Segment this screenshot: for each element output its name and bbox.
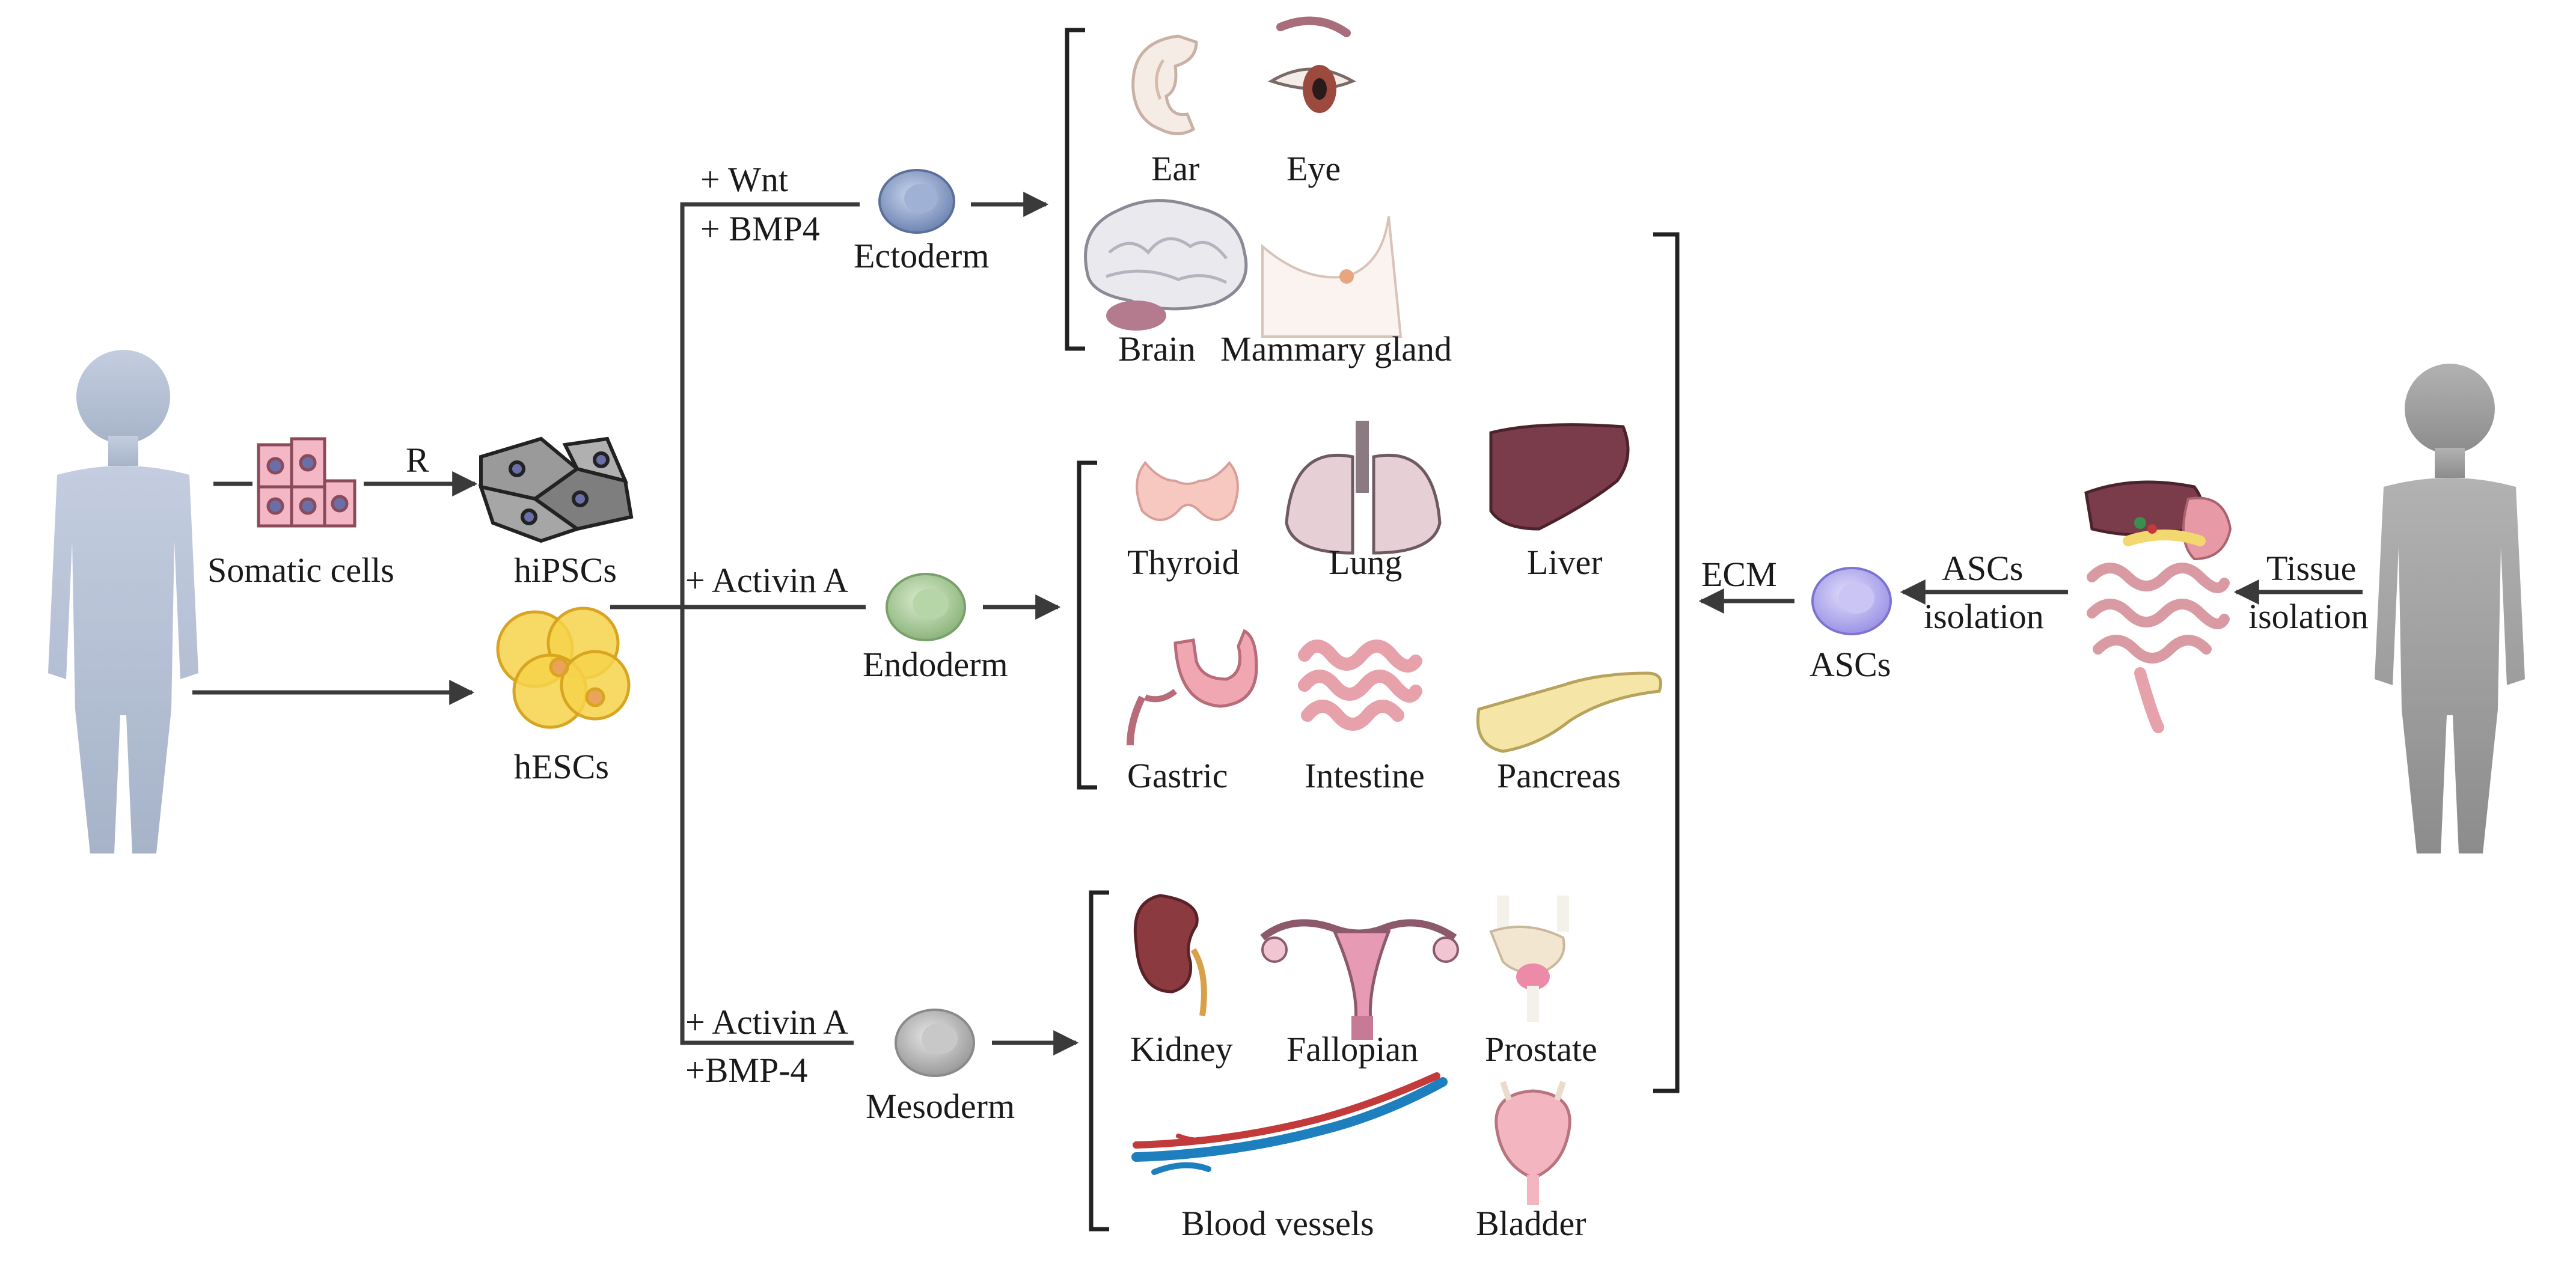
endoderm-label: Endoderm [863, 645, 1008, 684]
prostate-icon [1489, 896, 1569, 1022]
intestine-icon [1298, 640, 1422, 731]
mesoderm-factor-activin: + Activin A [685, 1003, 848, 1042]
ascs-isolation-label-line2: isolation [1924, 597, 2044, 636]
hescs-icon [496, 606, 631, 729]
somatic-cells-icon [257, 437, 356, 528]
organ-label-pancreas: Pancreas [1497, 756, 1621, 795]
brain-icon [1084, 199, 1248, 331]
organ-label-blood-vessels: Blood vessels [1181, 1204, 1374, 1243]
organ-label-eye: Eye [1286, 149, 1341, 188]
organ-label-ear: Ear [1151, 149, 1200, 188]
blood-vessels-icon [1131, 1072, 1448, 1175]
somatic-cells-label: Somatic cells [207, 551, 394, 590]
organ-label-kidney: Kidney [1130, 1030, 1233, 1069]
human-silhouette-right [2375, 364, 2525, 853]
organ-brackets [1065, 28, 1680, 1232]
ascs-isolation-label-line1: ASCs [1942, 549, 2023, 588]
organ-label-lung: Lung [1329, 543, 1402, 582]
fallopian-icon [1260, 919, 1459, 1040]
bladder-icon [1495, 1081, 1571, 1205]
organ-label-prostate: Prostate [1485, 1030, 1597, 1069]
hipscs-label: hiPSCs [514, 551, 617, 590]
pancreas-icon [1476, 671, 1662, 753]
endoderm-cell-icon [886, 573, 966, 641]
ascs-cell-icon [1811, 567, 1892, 635]
ectoderm-label: Ectoderm [854, 236, 989, 275]
mammary-gland-icon [1261, 216, 1403, 338]
branch-lines [680, 202, 860, 1045]
gastric-icon [1127, 629, 1258, 746]
left-flow-arrows [192, 471, 866, 705]
germ-layer-arrows [971, 192, 1079, 1055]
lung-icon [1285, 421, 1442, 555]
ear-icon [1131, 34, 1198, 135]
ectoderm-factor-bmp4: + BMP4 [700, 209, 820, 248]
organ-label-fallopian: Fallopian [1286, 1030, 1418, 1069]
digestive-organs-icon [2084, 480, 2232, 733]
organ-label-bladder: Bladder [1476, 1204, 1586, 1243]
organ-label-intestine: Intestine [1305, 756, 1425, 795]
mesoderm-factor-bmp4: +BMP-4 [685, 1051, 808, 1090]
organ-label-brain: Brain [1118, 329, 1196, 368]
hipscs-icon [478, 436, 634, 543]
liver-icon [1489, 423, 1630, 531]
organ-label-gastric: Gastric [1127, 756, 1228, 795]
tissue-isolation-label-line2: isolation [2248, 597, 2369, 636]
kidney-icon [1133, 894, 1207, 1016]
ectoderm-factor-wnt: + Wnt [700, 160, 788, 199]
ecm-label: ECM [1701, 555, 1777, 594]
organ-label-liver: Liver [1527, 543, 1603, 582]
organ-label-thyroid: Thyroid [1127, 543, 1240, 582]
organ-label-mammary-gland: Mammary gland [1220, 329, 1452, 368]
ectoderm-cell-icon [878, 169, 955, 234]
human-silhouette-left [48, 350, 198, 853]
tissue-isolation-label-line1: Tissue [2266, 549, 2356, 588]
reprogramming-label: R [406, 441, 429, 480]
thyroid-icon [1136, 460, 1239, 521]
eye-icon [1268, 16, 1356, 113]
hescs-label: hESCs [514, 747, 609, 786]
ascs-label: ASCs [1810, 645, 1891, 684]
mesoderm-cell-icon [895, 1009, 975, 1077]
endoderm-factor-activin: + Activin A [685, 561, 848, 600]
mesoderm-label: Mesoderm [866, 1087, 1015, 1126]
